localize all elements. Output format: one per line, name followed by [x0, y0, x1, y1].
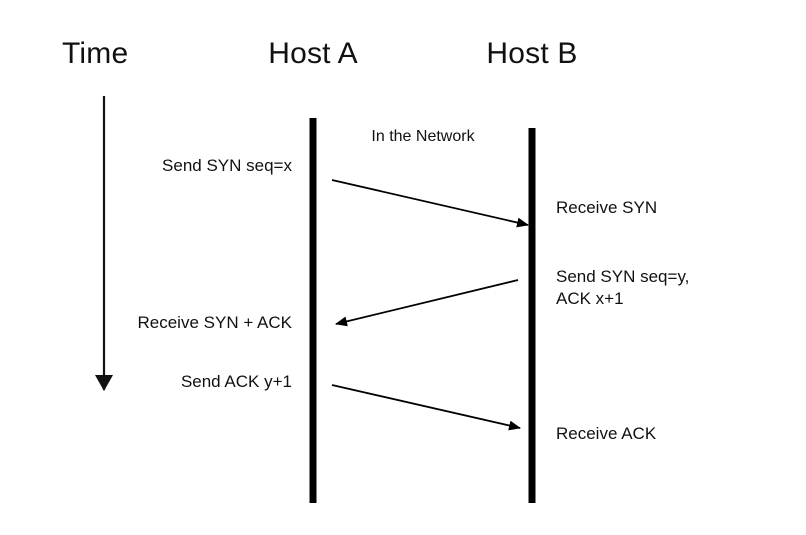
- message-label-receive-syn: Receive SYN: [556, 198, 658, 217]
- lifeline-label-host-a: Host A: [268, 37, 358, 70]
- message-label-send-ack: Send ACK y+1: [180, 372, 292, 391]
- message-arrow-syn-ack: [335, 279, 519, 327]
- network-region-label: In the Network: [371, 128, 475, 145]
- message-label-send-syn-ack-line1: Send SYN seq=y,: [556, 267, 690, 286]
- message-label-send-syn: Send SYN seq=x: [162, 156, 292, 175]
- message-label-receive-ack: Receive ACK: [556, 424, 657, 443]
- message-arrow-ack: [331, 384, 521, 431]
- time-axis-label: Time: [62, 37, 129, 70]
- message-arrow-syn: [331, 179, 529, 228]
- lifeline-label-host-b: Host B: [486, 37, 578, 70]
- message-label-receive-syn-ack: Receive SYN + ACK: [137, 313, 293, 332]
- message-label-send-syn-ack-line2: ACK x+1: [556, 289, 624, 308]
